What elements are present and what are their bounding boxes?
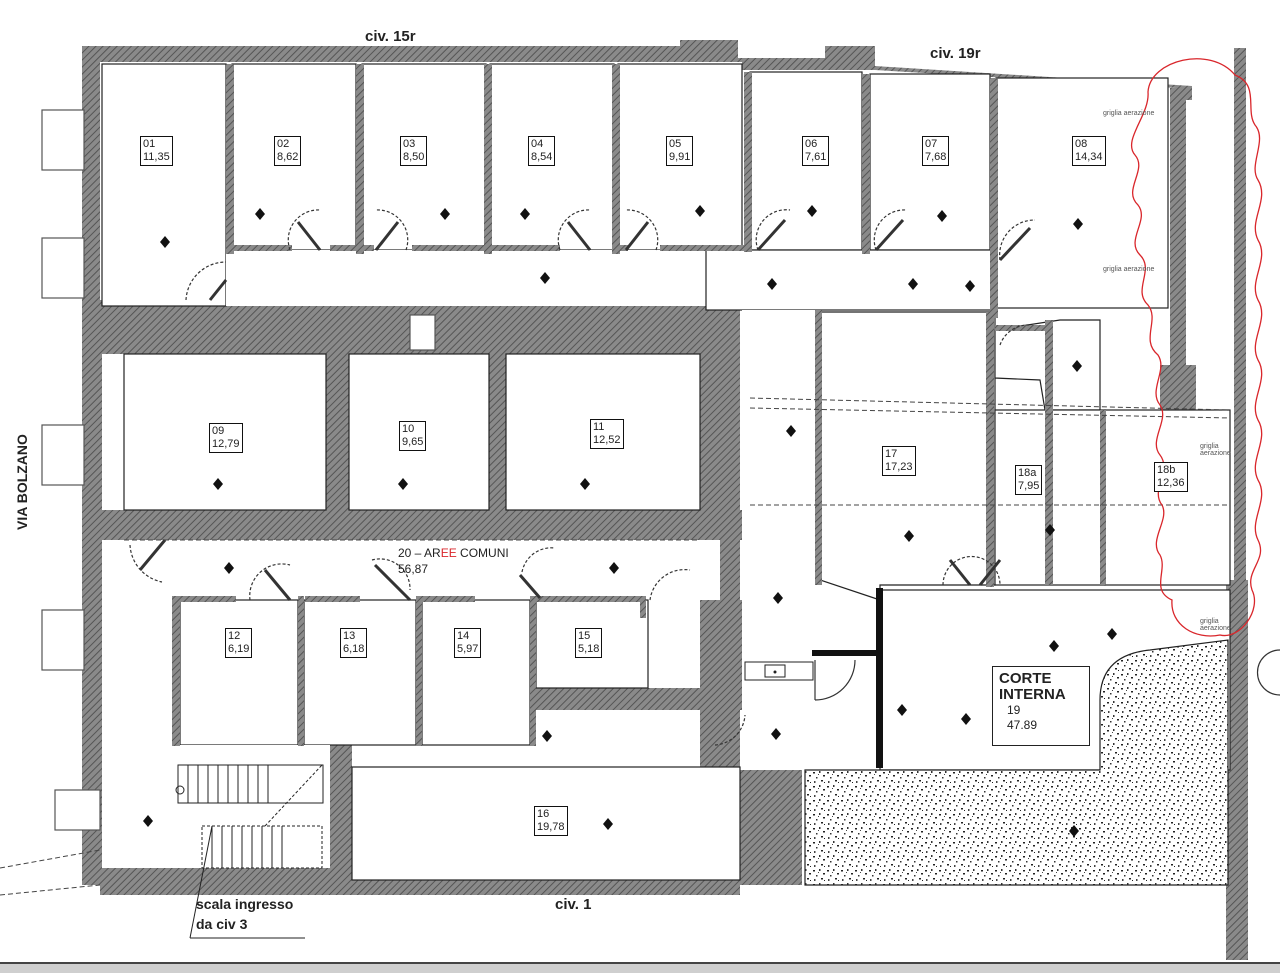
common-area-label: 20 – AREE COMUNI 56,87 [398,545,509,577]
grille-note-3: griglia aerazione [1200,443,1245,457]
grille-note-2: griglia aerazione [1103,266,1158,273]
stair-entrance-note: scala ingresso da civ 3 [196,894,293,934]
street-label-civ-15r: civ. 15r [365,28,416,45]
black-wall [876,588,883,768]
grille-note-4: griglia aerazione [1200,618,1245,632]
grille-note-1: griglia aerazione [1103,110,1158,117]
room-shapes [102,64,1230,880]
street-label-civ-1: civ. 1 [555,896,591,913]
bottom-border [0,962,1280,973]
street-label-via-bolzano: VIA BOLZANO [14,434,30,530]
street-label-civ-19r: civ. 19r [930,45,981,62]
edge-arc [1258,650,1280,695]
sink-icon [745,662,813,680]
courtyard-label: CORTE INTERNA 19 47.89 [992,666,1090,746]
